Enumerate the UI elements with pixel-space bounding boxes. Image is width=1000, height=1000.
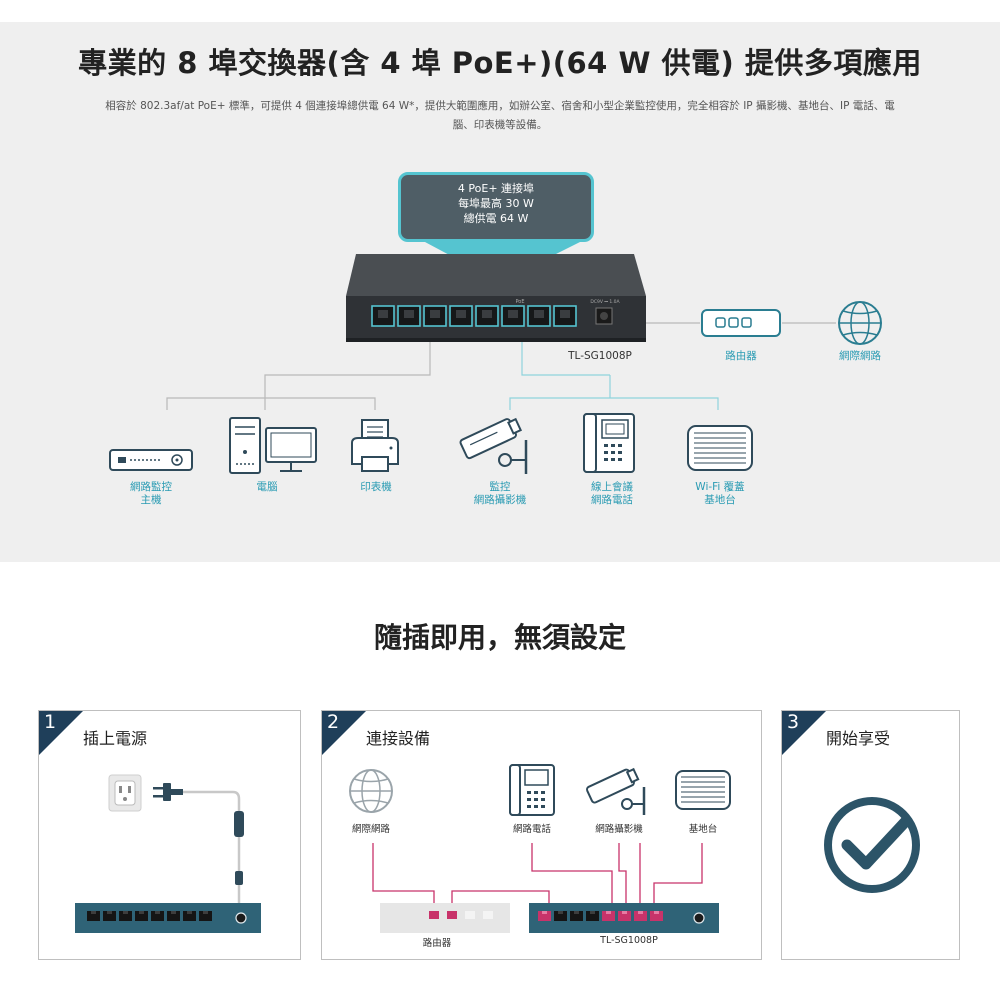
step-2-number: 2 [327, 711, 340, 733]
intro-line-2: 腦、印表機等設備。 [452, 119, 548, 131]
globe-icon [838, 301, 882, 345]
switch-poe-silk: PoE [515, 299, 524, 305]
step-2-camera-label: 網路攝影機 [595, 824, 643, 835]
camera-label: 監控 網路攝影機 [450, 481, 550, 507]
router-icon [701, 309, 781, 337]
step-1-title: 插上電源 [83, 729, 148, 748]
phone-label-line-1: 線上會議 [591, 481, 633, 493]
page-title: 專業的 8 埠交換器(含 4 埠 PoE+)(64 W 供電) 提供多項應用 [78, 46, 922, 80]
wall-outlet-icon [108, 774, 142, 812]
switch-model-label: TL-SG1008P [568, 350, 632, 362]
step-2-badge [322, 711, 366, 755]
globe-icon [349, 769, 393, 813]
phone-label-line-2: 網路電話 [591, 494, 633, 506]
internet-label: 網際網路 [839, 350, 881, 362]
intro-line-1: 相容於 802.3af/at PoE+ 標準，可提供 4 個連接埠總供電 64 … [105, 100, 895, 112]
nvr-label-line-2: 主機 [140, 494, 162, 506]
nvr-icon [109, 449, 193, 471]
step-2-internet-label: 網際網路 [351, 824, 390, 835]
access-point-icon [687, 425, 753, 471]
step-3-badge [782, 711, 826, 755]
computer-icon [229, 417, 317, 474]
camera-label-line-2: 網路攝影機 [473, 494, 527, 506]
step-2-router-label: 路由器 [422, 938, 452, 949]
ip-phone-icon [509, 764, 555, 816]
step-2-phone-label: 網路電話 [512, 824, 551, 835]
switch-front-icon [529, 903, 719, 933]
step-2-title: 連接設備 [366, 729, 431, 748]
ap-label: Wi-Fi 覆蓋 基地台 [670, 481, 770, 507]
checkmark-icon [824, 797, 920, 893]
step-3-number: 3 [787, 711, 800, 733]
nvr-label: 網路監控 主機 [101, 481, 201, 507]
step-1-number: 1 [44, 711, 57, 733]
camera-icon [586, 767, 646, 815]
nvr-label-line-1: 網路監控 [130, 481, 172, 493]
ip-phone-icon [583, 413, 635, 473]
step-3-illustration [824, 797, 920, 893]
switch-device: PoE DC9V ⎓ 1.0A [346, 254, 646, 342]
callout-line-2: 每埠最高 30 W [458, 197, 534, 210]
callout-line-1: 4 PoE+ 連接埠 [457, 182, 535, 195]
poe-callout: 4 PoE+ 連接埠 每埠最高 30 W 總供電 64 W [398, 172, 594, 242]
step-2-panel: 2 連接設備 [321, 710, 762, 960]
callout-line-3: 總供電 64 W [463, 212, 529, 225]
camera-label-line-1: 監控 [489, 481, 511, 493]
router-label: 路由器 [725, 350, 757, 362]
printer-label: 印表機 [360, 481, 392, 493]
ap-label-line-2: 基地台 [704, 494, 736, 506]
power-plug-icon [153, 783, 183, 801]
step-1-badge [39, 711, 83, 755]
step-3-title: 開始享受 [826, 729, 891, 748]
step-2-illustration [349, 764, 731, 933]
intro-text: 相容於 802.3af/at PoE+ 標準，可提供 4 個連接埠總供電 64 … [30, 97, 970, 135]
phone-label: 線上會議 網路電話 [562, 481, 662, 507]
step-2-ap-label: 基地台 [688, 824, 718, 835]
step-3-panel: 3 開始享受 [781, 710, 960, 960]
step-2-switch-label: TL-SG1008P [600, 935, 658, 946]
switch-front-icon [75, 903, 261, 933]
camera-icon [459, 417, 528, 474]
ap-label-line-1: Wi-Fi 覆蓋 [695, 481, 745, 493]
step-1-panel: 1 插上電源 [38, 710, 301, 960]
router-icon [380, 903, 510, 933]
access-point-icon [675, 770, 731, 810]
section-title: 隨插即用，無須設定 [373, 621, 626, 654]
switch-dc-silk: DC9V ⎓ 1.0A [590, 299, 620, 305]
printer-icon [351, 419, 399, 472]
pc-label: 電腦 [256, 481, 278, 493]
step-1-illustration [75, 774, 261, 933]
